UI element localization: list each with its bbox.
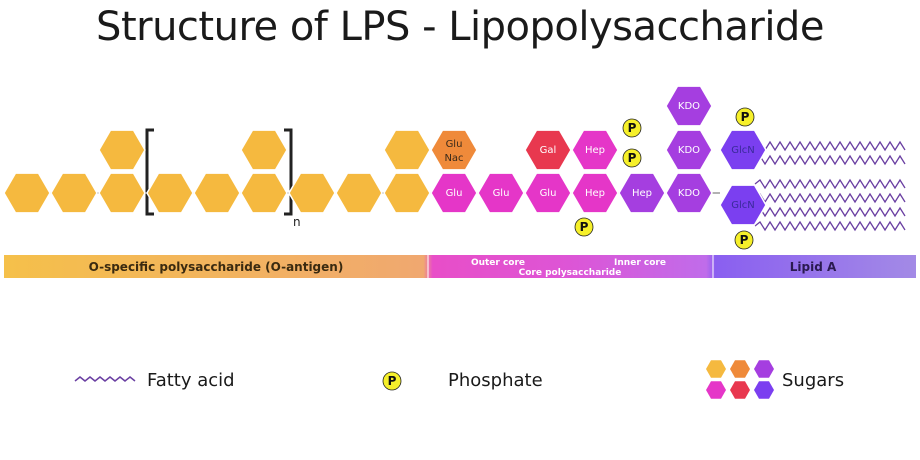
legend-sugar-hex — [730, 360, 750, 378]
phosphate-circle: P — [735, 107, 755, 127]
legend-phosphate-p: P — [388, 374, 397, 388]
fatty-acid-chain — [754, 178, 906, 190]
phosphate-label: P — [741, 110, 750, 124]
sugar-glcn — [719, 129, 767, 171]
legend-sugars-icon — [706, 360, 774, 399]
sugar-glcn — [719, 184, 767, 226]
sugar-hexagon — [240, 172, 288, 214]
sugar-hep — [571, 129, 619, 171]
sugar-hep — [618, 172, 666, 214]
sugar-glu — [477, 172, 525, 214]
label-glu: Glu — [446, 188, 463, 199]
legend-fatty-acid-icon — [74, 376, 136, 382]
phosphate-circle: P — [574, 217, 594, 237]
sugar-kdo — [665, 172, 713, 214]
phosphate-label: P — [628, 151, 637, 165]
phosphate-label: P — [628, 121, 637, 135]
sugar-labels: Glu Nac Glu Glu Glu Gal Hep Hep Hep KDO … — [444, 101, 754, 211]
label-glunac-1: Glu — [446, 139, 463, 150]
sugar-hexagon — [193, 172, 241, 214]
sugar-hexagon — [383, 172, 431, 214]
legend-sugar-hex — [754, 381, 774, 399]
legend-sugar-hex — [706, 381, 726, 399]
band-label-core-polysaccharide: Core polysaccharide — [519, 268, 622, 278]
sugar-hexagon — [3, 172, 51, 214]
label-glcn: GlcN — [731, 145, 755, 156]
label-kdo: KDO — [678, 101, 700, 112]
sugar-hexagon — [50, 172, 98, 214]
legend-sugars-label: Sugars — [782, 370, 844, 391]
fatty-acid-chain — [754, 140, 906, 152]
fatty-acid-chain — [754, 192, 906, 204]
sugar-kdo — [665, 129, 713, 171]
label-hep: Hep — [632, 188, 652, 199]
sugar-hexagon — [146, 172, 194, 214]
repeat-bracket-right — [284, 128, 293, 216]
label-hep: Hep — [585, 145, 605, 156]
legend-sugar-hex — [730, 381, 750, 399]
legend-phosphate-label: Phosphate — [448, 370, 543, 391]
legend-sugar-hex — [706, 360, 726, 378]
sugar-kdo — [665, 85, 713, 127]
label-glu: Glu — [493, 188, 510, 199]
phosphate-circle: P — [734, 230, 754, 250]
sugar-glunac — [430, 129, 478, 171]
sugar-hexagon — [335, 172, 383, 214]
sugar-hexagon — [98, 172, 146, 214]
phosphate-circle: P — [622, 148, 642, 168]
fatty-acid-chain — [754, 154, 906, 166]
label-gal: Gal — [540, 145, 557, 156]
sugar-hexagons — [3, 85, 767, 226]
legend: Fatty acid P Phosphate Sugars — [74, 360, 844, 399]
label-glunac-2: Nac — [444, 153, 463, 164]
fatty-acid-chain — [754, 206, 906, 218]
legend-fatty-acid-label: Fatty acid — [147, 370, 235, 391]
fatty-acid-chain — [754, 220, 906, 232]
sugar-hexagon — [383, 129, 431, 171]
sugar-glu — [430, 172, 478, 214]
sugar-hexagon — [288, 172, 336, 214]
sugar-gal — [524, 129, 572, 171]
sugar-hexagon — [240, 129, 288, 171]
label-hep: Hep — [585, 188, 605, 199]
fatty-acid-chains — [754, 140, 906, 232]
label-glu: Glu — [540, 188, 557, 199]
label-glcn: GlcN — [731, 200, 755, 211]
sugar-hexagon — [98, 129, 146, 171]
legend-sugar-hex — [754, 360, 774, 378]
phosphate-groups: P P P P P — [574, 107, 755, 250]
sugar-hep — [571, 172, 619, 214]
sugar-glu — [524, 172, 572, 214]
label-kdo: KDO — [678, 188, 700, 199]
phosphate-circle: P — [622, 118, 642, 138]
phosphate-label: P — [580, 220, 589, 234]
phosphate-label: P — [740, 233, 749, 247]
legend-phosphate-icon — [382, 371, 402, 391]
band-label-inner-core: Inner core — [614, 258, 666, 268]
band-label-o-antigen: O-specific polysaccharide (O-antigen) — [89, 260, 344, 274]
page-title: Structure of LPS - Lipopolysaccharide — [96, 4, 824, 50]
repeat-bracket-left — [145, 128, 154, 216]
region-band — [4, 255, 916, 278]
label-kdo: KDO — [678, 145, 700, 156]
repeat-subscript: n — [293, 215, 301, 229]
band-label-outer-core: Outer core — [471, 258, 525, 268]
band-label-lipid-a: Lipid A — [790, 260, 837, 274]
